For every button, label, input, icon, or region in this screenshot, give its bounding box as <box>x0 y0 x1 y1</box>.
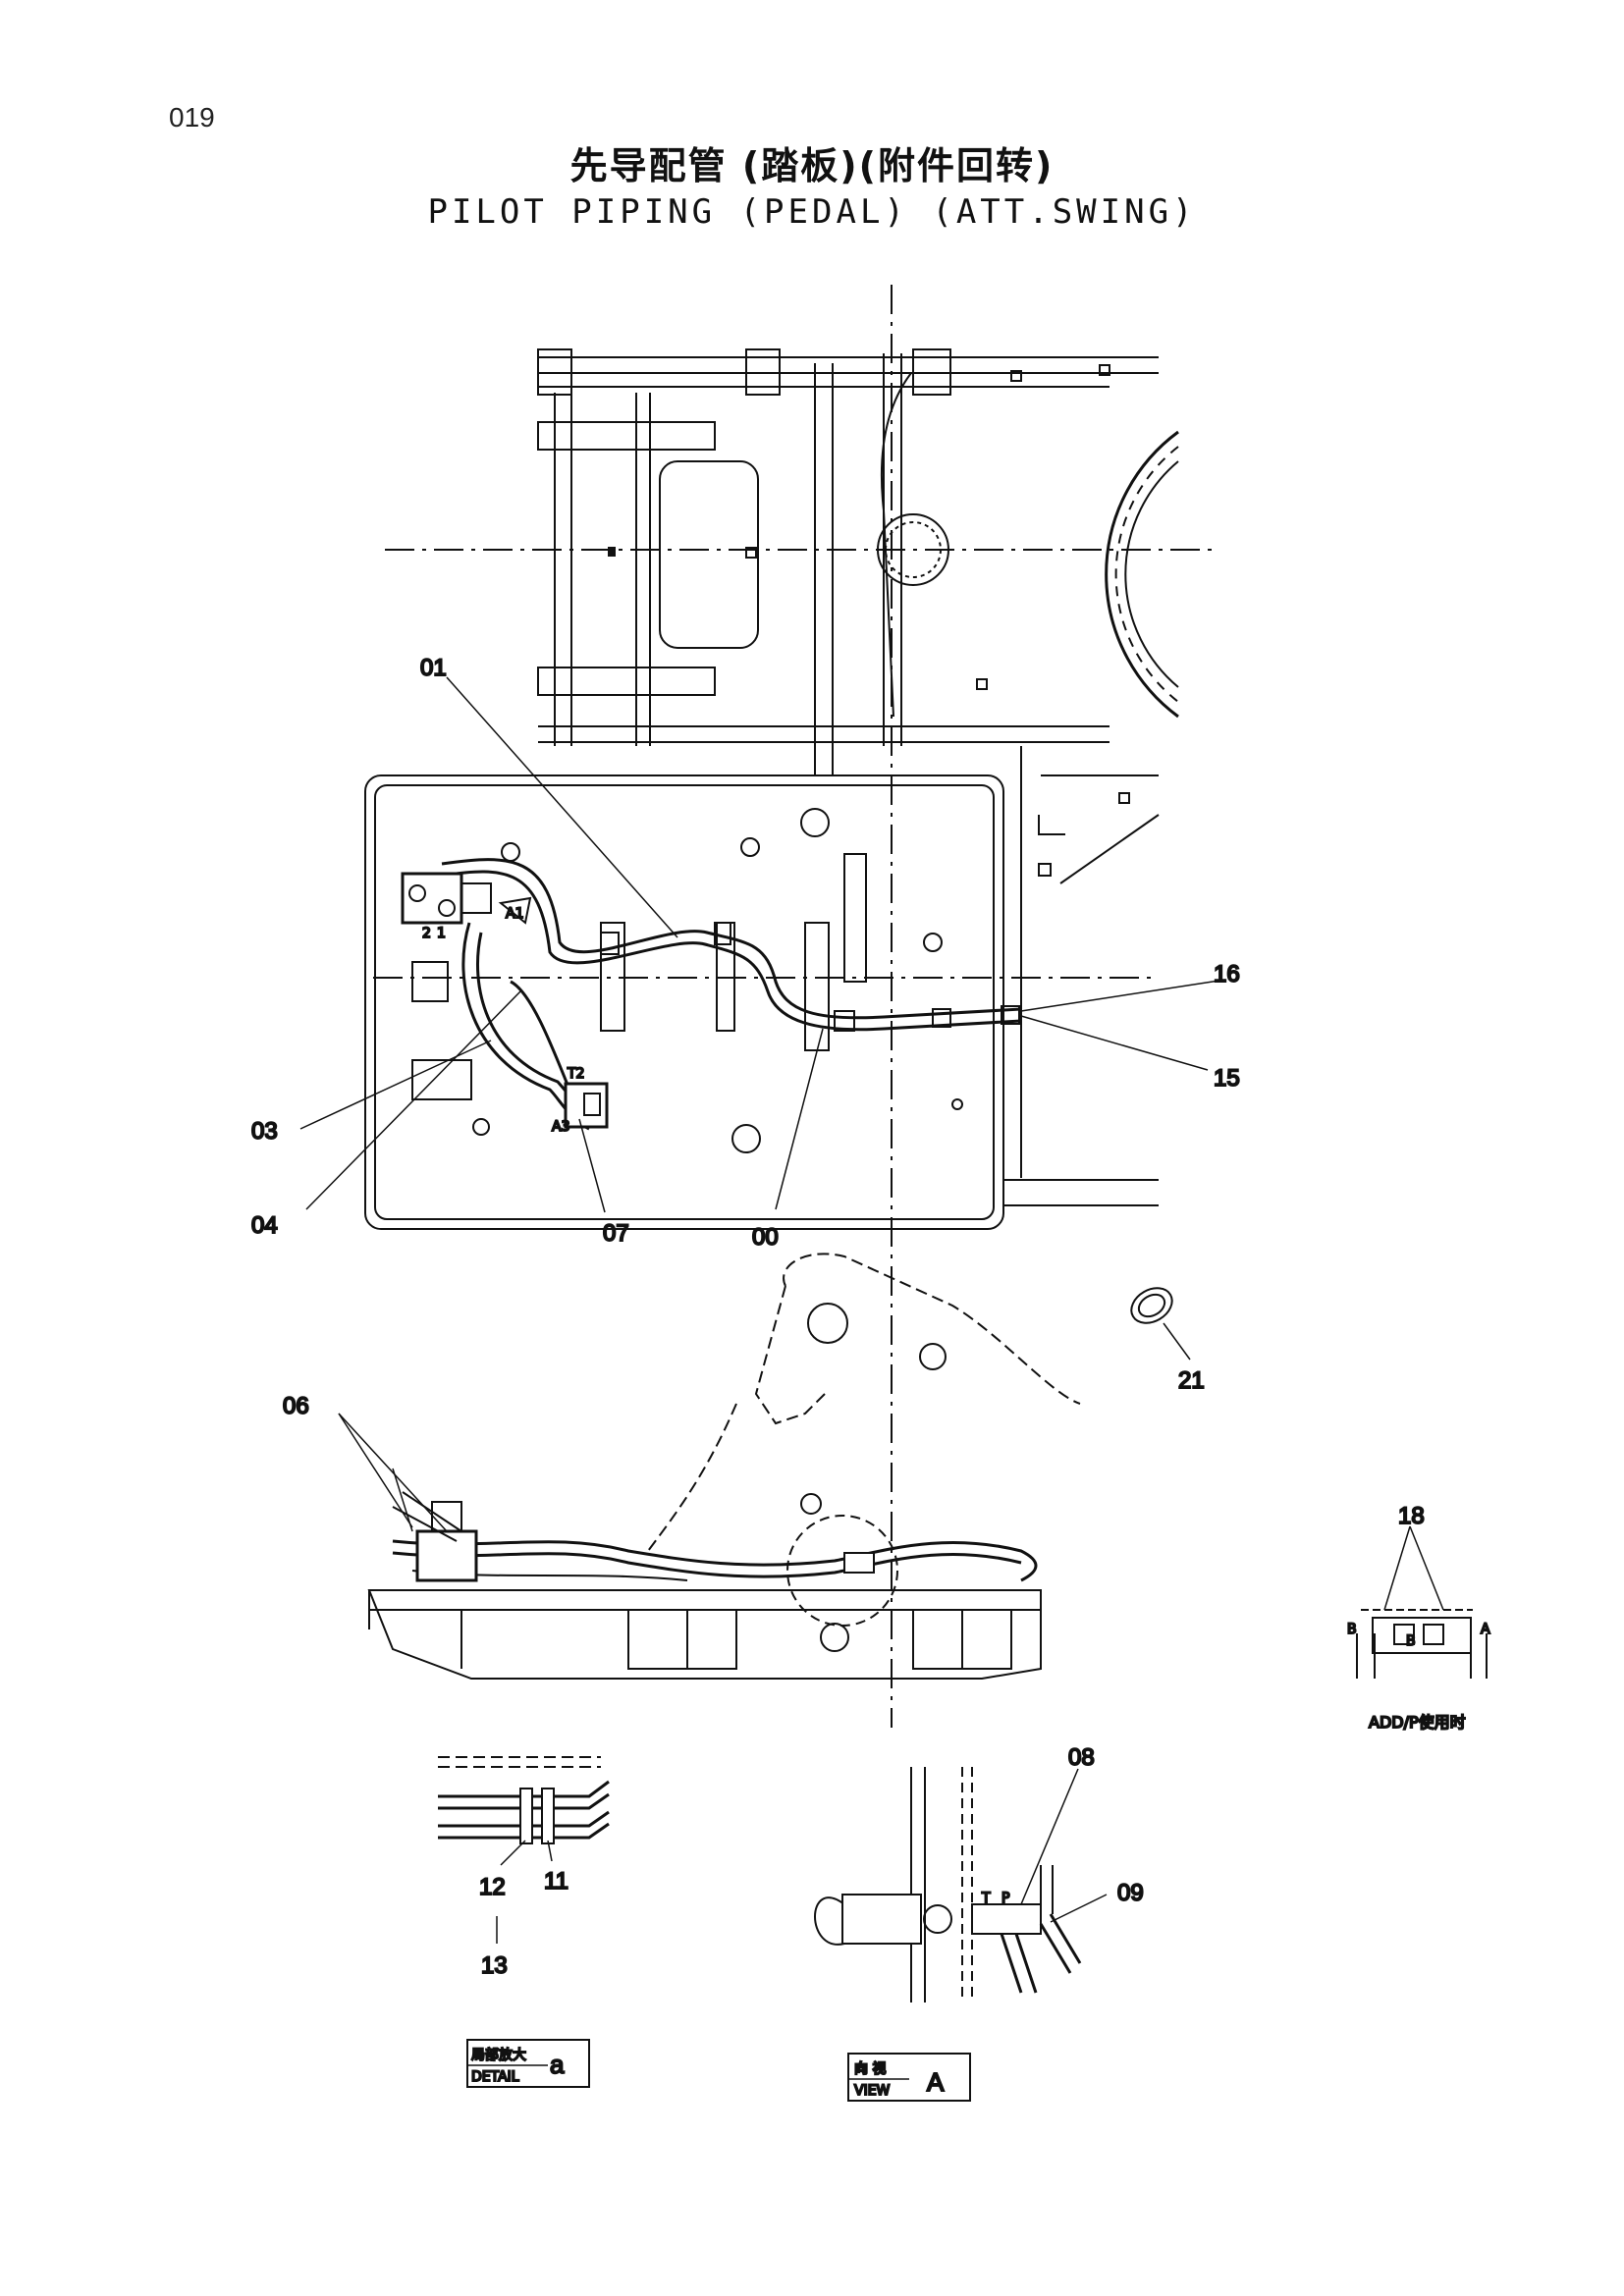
callout-09: 09 <box>1117 1880 1144 1906</box>
port-label-1: 1 <box>437 926 446 941</box>
callout-12: 12 <box>479 1874 506 1900</box>
add-p-label-a: A <box>1481 1622 1490 1637</box>
side-view <box>338 1253 1081 1680</box>
callout-13: 13 <box>481 1952 508 1979</box>
upper-frame <box>373 285 1218 1728</box>
port-label-t2: T2 <box>567 1066 584 1082</box>
clamp-21 <box>1130 1287 1191 1361</box>
add-p-note: ADD/P使用时 <box>1369 1713 1466 1732</box>
page-number: 019 <box>169 102 215 133</box>
leader-lines-top <box>299 676 1226 1213</box>
view-label-letter: A <box>927 2067 945 2097</box>
detail-label-en: DETAIL <box>471 2069 519 2085</box>
callout-04: 04 <box>251 1212 278 1239</box>
callout-00: 00 <box>752 1224 779 1251</box>
view-label-t: T <box>981 1891 991 1906</box>
floor-plate <box>364 746 1160 1230</box>
view-label-cn: 向 视 <box>854 2061 886 2077</box>
view-a-inset: T P <box>814 1767 1108 2002</box>
add-p-label-b: B <box>1347 1622 1357 1637</box>
callout-06: 06 <box>283 1393 309 1419</box>
view-label-p: P <box>1001 1891 1009 1906</box>
callout-11: 11 <box>544 1868 568 1895</box>
port-label-a1: A1 <box>506 906 523 922</box>
add-p-label-b-small: B <box>1406 1633 1416 1649</box>
callout-07: 07 <box>603 1220 629 1247</box>
detail-a-inset <box>438 1756 610 1944</box>
pilot-hoses: 2 1 A1 T2 A3 <box>401 858 1022 1136</box>
title-english: PILOT PIPING (PEDAL) (ATT.SWING) <box>427 192 1197 232</box>
view-label-box: 向 视 VIEW A <box>847 2053 971 2102</box>
add-p-inset: B A B ADD/P使用时 <box>1346 1525 1491 1733</box>
callout-21: 21 <box>1178 1367 1205 1394</box>
callout-01: 01 <box>420 655 447 681</box>
title-chinese: 先导配管 (踏板)(附件回转) <box>569 144 1055 187</box>
callout-16: 16 <box>1214 961 1240 988</box>
detail-label-letter: a <box>550 2050 565 2079</box>
view-label-en: VIEW <box>854 2083 891 2099</box>
detail-label-cn: 局部放大 <box>471 2048 526 2063</box>
callout-15: 15 <box>1214 1065 1240 1092</box>
detail-label-box: 局部放大 DETAIL a <box>466 2039 590 2088</box>
port-label-a3: A3 <box>552 1119 569 1135</box>
callout-03: 03 <box>251 1118 278 1145</box>
port-label-2: 2 <box>422 926 431 941</box>
callout-18: 18 <box>1398 1503 1425 1529</box>
callout-08: 08 <box>1068 1744 1095 1771</box>
